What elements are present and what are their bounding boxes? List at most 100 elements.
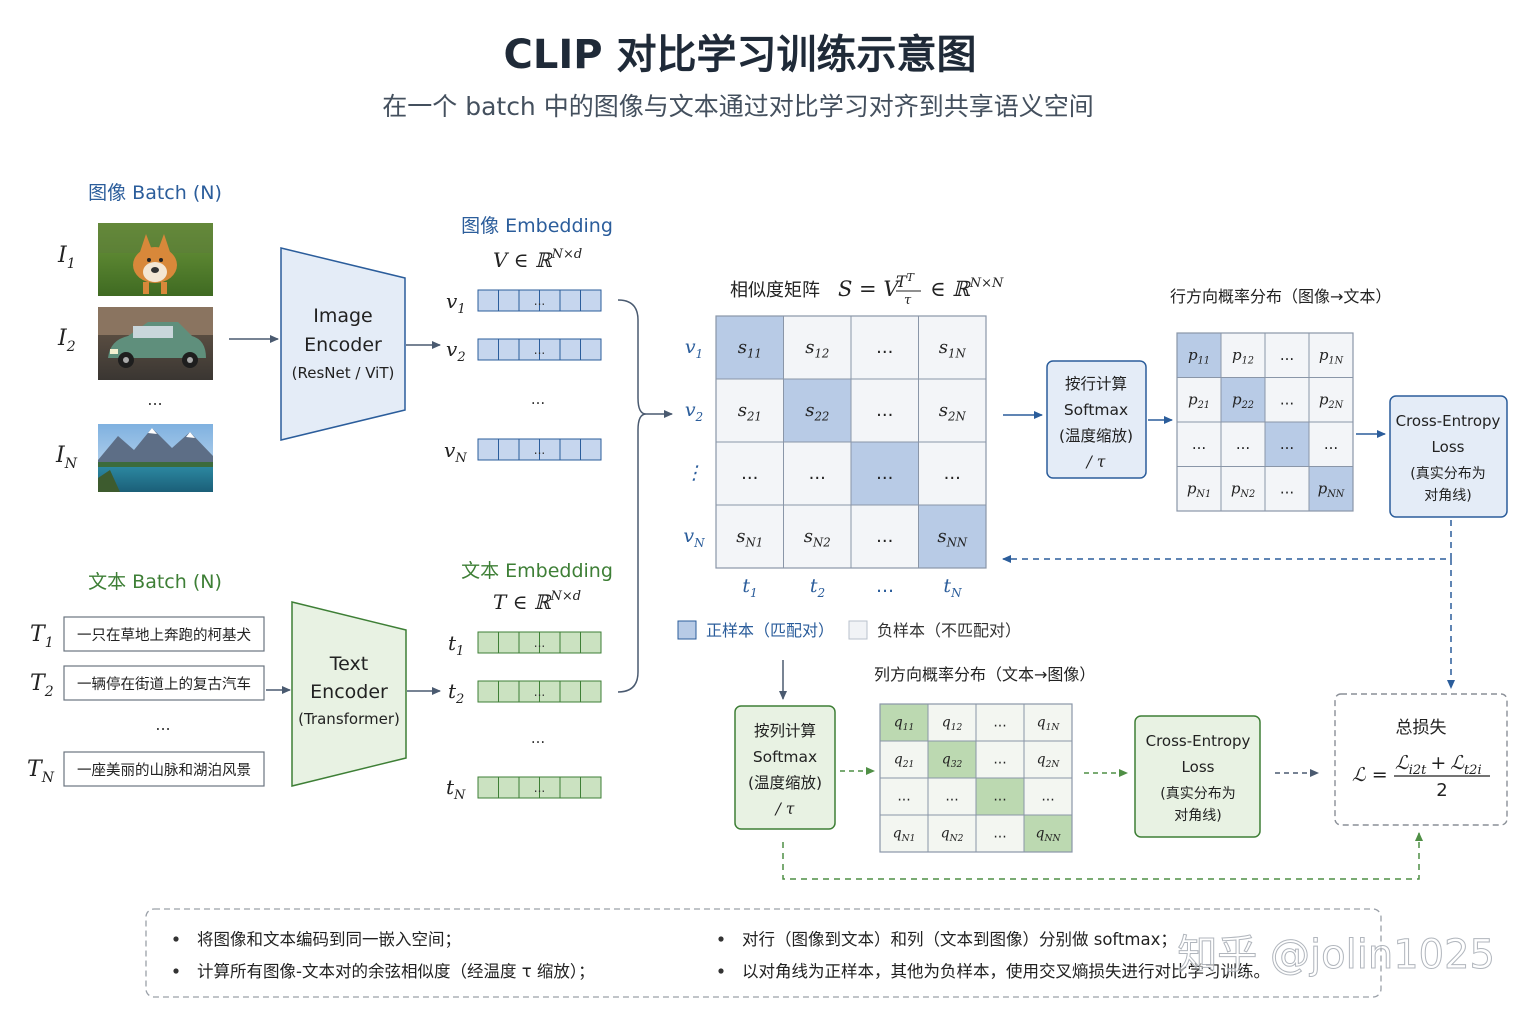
col-softmax-line4: / τ (774, 800, 795, 818)
image-embedding-vector-dots: ... (534, 294, 545, 308)
image-embedding-vector-1: ... (477, 289, 602, 312)
image-embedding-vector-cell (477, 289, 499, 312)
text-emb-label-1: t1 (448, 631, 464, 659)
row-prob-matrix-border (1176, 332, 1354, 512)
row-loss-feedback-line (1002, 520, 1452, 563)
similarity-col-label: tN (943, 575, 962, 600)
col-path-to-total-line (782, 832, 1423, 880)
col-prob-matrix-cell-label: ... (897, 789, 910, 805)
col-prob-matrix-cell-label: qN2 (941, 826, 964, 845)
row-prob-matrix-cell-label: p2N (1319, 390, 1344, 411)
col-softmax-line1: 按列计算 (754, 721, 816, 740)
similarity-matrix-cell-label: ... (741, 463, 758, 484)
similarity-matrix-cell (850, 441, 919, 506)
text-embedding-vector-dots: ... (534, 636, 545, 650)
similarity-formula-frac-top: TT (896, 271, 916, 291)
col-prob-label: 列方向概率分布（文本→图像） (874, 665, 1095, 684)
image-embedding-vector-cell (559, 438, 581, 461)
text-embedding-vector-cell (559, 631, 581, 654)
total-loss-numerator: ℒi2t+ℒt2i (1395, 752, 1482, 778)
text-embedding-vector-dots: ... (534, 781, 545, 795)
text-embedding-vector-1: ... (477, 631, 602, 654)
row-softmax-line1: 按行计算 (1065, 374, 1127, 393)
image-embedding-vector-cell (498, 438, 520, 461)
similarity-formula: S = V (838, 277, 900, 301)
row-prob-matrix-cell-label: pN1 (1187, 479, 1211, 500)
col-loss-line3: (真实分布为 (1160, 786, 1235, 802)
row-softmax-line2: Softmax (1064, 401, 1128, 419)
text-sample-1-content: 一只在草地上奔跑的柯基犬 (77, 627, 251, 644)
row-prob-matrix-cell-label: ... (1280, 435, 1294, 453)
col-prob-matrix-cell-label: q32 (942, 752, 963, 771)
row-prob-matrix-cell-label: pNN (1318, 479, 1345, 500)
col-prob-matrix-cell-label: qN1 (893, 826, 916, 845)
image-embedding-vector-cell (580, 438, 602, 461)
row-prob-matrix-cell (1220, 332, 1266, 378)
mountain-lake-photo (98, 424, 213, 492)
image-embedding-vector-2: ... (477, 338, 602, 361)
col-softmax-line3: (温度缩放) (748, 774, 822, 792)
similarity-matrix-cell-label: s11 (738, 337, 762, 361)
row-prob-matrix-cell (1264, 466, 1310, 512)
similarity-row-label: v2 (685, 399, 703, 424)
image-embedding-vector-dots: ... (534, 443, 545, 457)
similarity-matrix-cell (783, 504, 852, 569)
image-embedding-vector-cell (477, 338, 499, 361)
image-embedding-formula: V ∈ ℝN×d (493, 247, 582, 272)
col-prob-matrix-cell-label: ... (1041, 789, 1054, 805)
text-embedding-vector-cell (559, 680, 581, 703)
image-emb-vertical-dots: ... (531, 390, 545, 408)
similarity-matrix-cell-label: ... (876, 463, 893, 484)
row-prob-matrix-cell (1176, 377, 1222, 423)
row-prob-matrix-cell-label: ... (1236, 435, 1250, 453)
col-prob-matrix-cell (975, 814, 1025, 853)
image-embedding-label: 图像 Embedding (461, 215, 613, 237)
image-embedding-vector-cell (580, 338, 602, 361)
row-prob-matrix-cell-label: pN2 (1231, 479, 1255, 500)
image-embedding-vector-cell (559, 338, 581, 361)
row-prob-matrix-cell-label: p11 (1188, 346, 1210, 367)
col-prob-matrix-cell-label: qNN (1036, 826, 1062, 845)
text-label-1: T1 (30, 622, 54, 651)
text-embedding-vector-2: ... (477, 680, 602, 703)
row-prob-matrix-cell-label: ... (1324, 435, 1338, 453)
similarity-row-label: ⋮ (685, 462, 704, 484)
image-emb-label-2: v2 (446, 337, 466, 365)
row-prob-matrix-cell-label: ... (1192, 435, 1206, 453)
page-subtitle: 在一个 batch 中的图像与文本通过对比学习对齐到共享语义空间 (382, 92, 1093, 121)
row-loss-line2: Loss (1432, 438, 1465, 456)
row-prob-matrix-cell-label: p12 (1232, 346, 1254, 367)
text-embedding-vector-cell (580, 631, 602, 654)
image-emb-label-1: v1 (446, 289, 466, 317)
row-loss-block: Cross-Entropy Loss (真实分布为 对角线) (1389, 395, 1508, 518)
image-embedding-vector-dots: ... (534, 343, 545, 357)
text-embedding-vector-cell (477, 631, 499, 654)
col-prob-matrix-cell (1023, 814, 1073, 853)
col-prob-matrix-cell (975, 703, 1025, 742)
image-label-1: I1 (57, 243, 76, 272)
legend-positive-label: 正样本（匹配对） (706, 621, 834, 640)
image-encoder-line3: (ResNet / ViT) (292, 364, 395, 382)
image-emb-label-n: vN (444, 438, 467, 466)
col-prob-matrix-cell-label: q2N (1037, 752, 1061, 771)
row-prob-matrix-cell-label: p1N (1319, 346, 1344, 367)
image-embedding-vector-cell (559, 289, 581, 312)
image-encoder-line2: Encoder (304, 334, 382, 356)
notes-box: 将图像和文本编码到同一嵌入空间； 计算所有图像-文本对的余弦相似度（经温度 τ … (145, 908, 1382, 998)
text-embedding-vector-cell (498, 680, 520, 703)
total-loss-denominator: 2 (1436, 780, 1447, 801)
similarity-label: 相似度矩阵 (730, 280, 820, 301)
text-embedding-vector-3: ... (477, 776, 602, 799)
similarity-matrix-border (715, 315, 987, 569)
similarity-matrix-cell-label: s1N (939, 337, 967, 361)
col-prob-matrix-cell-label: ... (993, 752, 1006, 768)
similarity-matrix-cell (918, 504, 987, 569)
text-embedding-vector-cell (498, 776, 520, 799)
page-title: CLIP 对比学习训练示意图 (504, 32, 977, 78)
text-encoder-line2: Encoder (310, 681, 388, 703)
col-prob-matrix-cell (927, 777, 977, 816)
similarity-matrix-cell (918, 441, 987, 506)
similarity-matrix-cell-label: ... (809, 463, 826, 484)
corgi-photo (98, 223, 213, 296)
